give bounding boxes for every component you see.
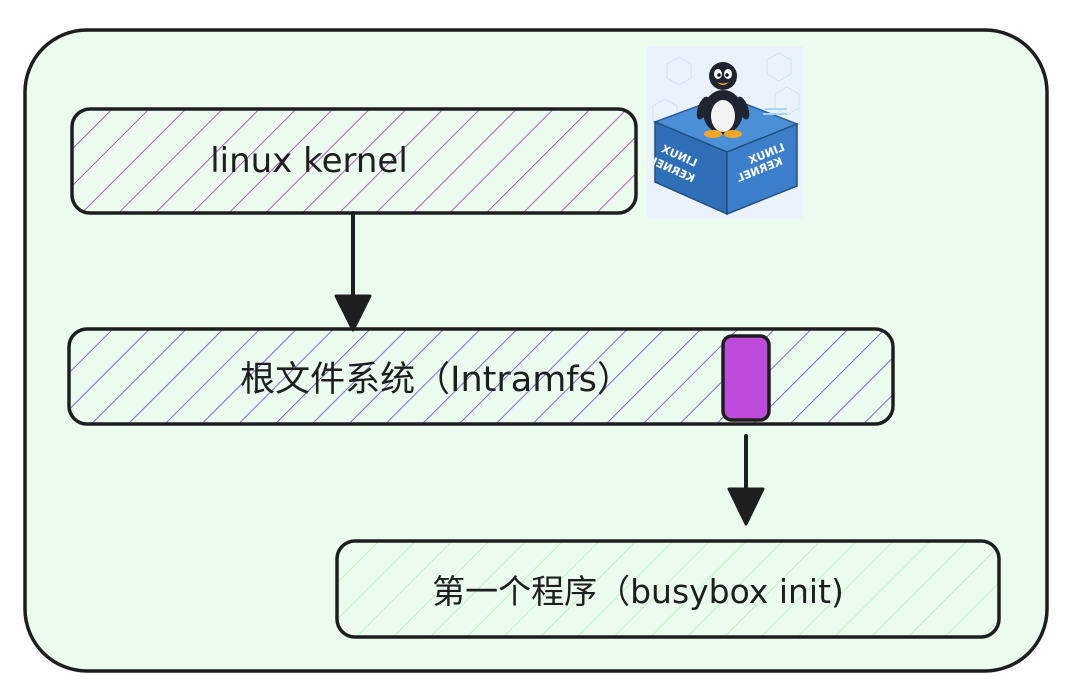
init-label: 第一个程序（busybox init) bbox=[432, 572, 844, 611]
arrow-rootfs-to-init bbox=[727, 434, 765, 526]
init-node bbox=[335, 539, 1001, 639]
kernel-label: linux kernel bbox=[210, 141, 408, 181]
kernel-node bbox=[70, 107, 638, 215]
rootfs-marker bbox=[721, 334, 771, 422]
tux-penguin-icon: LINUX KERNEL LINUX KERNEL bbox=[647, 46, 803, 219]
rootfs-label: 根文件系统（Intramfs） bbox=[240, 360, 632, 400]
arrow-kernel-to-rootfs bbox=[334, 211, 372, 332]
rootfs-node bbox=[67, 327, 895, 426]
